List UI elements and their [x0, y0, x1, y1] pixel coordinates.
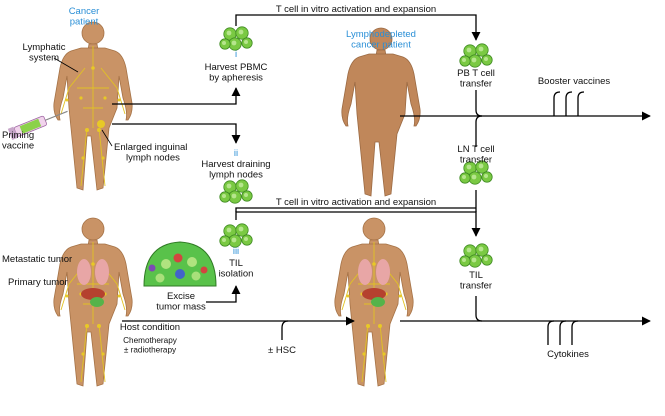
cytokine-tick-2 — [559, 320, 567, 345]
primary-tumor-label: Primary tumor — [8, 277, 68, 288]
cytokine-tick-1 — [547, 320, 555, 345]
booster-tick-1 — [553, 91, 561, 116]
ln-branch-arrow — [235, 207, 476, 212]
lymphodepleted-patient-figure — [341, 27, 421, 197]
booster-tick-2 — [565, 91, 573, 116]
metastatic-tumor-label: Metastatic tumor — [2, 254, 72, 265]
til-transfer-cells-icon — [459, 243, 493, 268]
host-condition-label: Host condition — [120, 322, 180, 333]
pb-transfer-cells-icon — [459, 43, 493, 68]
ln-to-timeline — [475, 115, 483, 147]
tcell-expansion-mid-label: T cell in vitro activation and expansion — [276, 197, 436, 208]
syringe-icon — [7, 110, 68, 141]
chemo-label: Chemotherapy± radiotherapy — [123, 336, 178, 355]
til-to-timeline — [475, 296, 483, 322]
step-i-numeral: i — [235, 49, 237, 60]
ln-cells-icon — [219, 179, 253, 204]
pbmc-cells-icon — [219, 26, 253, 51]
step-ii-numeral: ii — [234, 148, 238, 159]
top-expansion-arrow — [235, 14, 481, 41]
cancer-patient-figure — [53, 21, 133, 191]
hsc-tick — [281, 320, 289, 340]
harvest-ln-arrow — [112, 123, 241, 144]
cytokines-label: Cytokines — [547, 349, 589, 360]
cytokine-tick-3 — [571, 320, 579, 345]
booster-label: Booster vaccines — [538, 76, 611, 87]
booster-tick-3 — [577, 91, 585, 116]
step-iii-numeral: iii — [233, 246, 239, 257]
tcell-expansion-top-label: T cell in vitro activation and expansion — [276, 4, 436, 15]
tumor-patient-figure — [53, 217, 133, 387]
til-cells-icon — [219, 223, 253, 248]
harvest-pbmc-arrow — [112, 87, 241, 105]
tumor-mass-icon — [143, 241, 217, 287]
excise-arrow — [206, 285, 241, 303]
hsc-label: ± HSC — [268, 345, 296, 356]
mid-expansion-arrow — [235, 211, 481, 237]
recipient-patient-figure — [334, 217, 414, 387]
pb-to-timeline — [475, 90, 483, 117]
